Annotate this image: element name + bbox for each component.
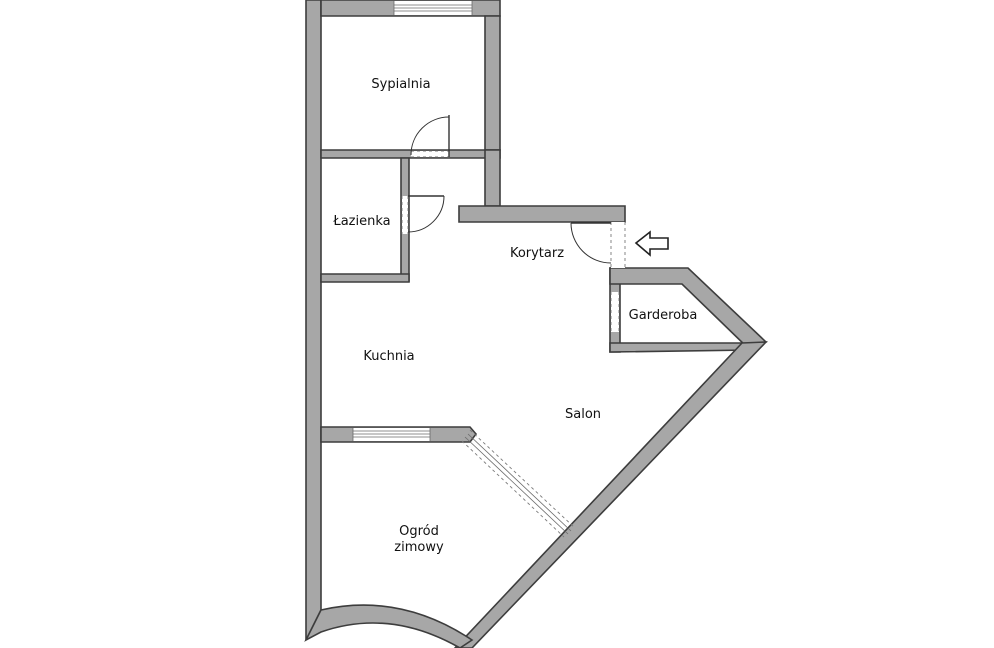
openings (352, 1, 626, 538)
corridor-north-wall (458, 205, 626, 223)
room-label-bedroom: Sypialnia (371, 77, 430, 92)
walls (304, 0, 768, 648)
entrance-door (570, 222, 612, 264)
diagonal-exterior-wall (453, 341, 768, 648)
room-labels: Sypialnia Łazienka Korytarz Garderoba Ku… (332, 77, 697, 555)
room-label-winter-garden-line2: zimowy (394, 540, 444, 555)
room-label-bathroom: Łazienka (332, 214, 390, 229)
winter-garden-diagonal-glazing (461, 429, 576, 538)
west-wall (305, 0, 322, 641)
bedroom-door (410, 115, 450, 157)
room-label-kitchen: Kuchnia (363, 349, 414, 364)
doors (407, 115, 612, 264)
bedroom-east-wall (484, 15, 501, 151)
wardrobe-south-wall (609, 342, 753, 353)
corridor-inner-wall (484, 149, 501, 207)
room-label-wardrobe: Garderoba (629, 308, 698, 323)
room-label-winter-garden-line1: Ogród (399, 524, 439, 539)
room-label-living-room: Salon (565, 407, 601, 422)
bathroom-south-wall (320, 273, 410, 283)
winter-garden-curved-wall (304, 604, 474, 648)
room-label-corridor: Korytarz (510, 246, 564, 261)
bedroom-south-wall (320, 149, 501, 159)
arrow-left-icon (634, 230, 669, 257)
bathroom-door (407, 195, 445, 233)
